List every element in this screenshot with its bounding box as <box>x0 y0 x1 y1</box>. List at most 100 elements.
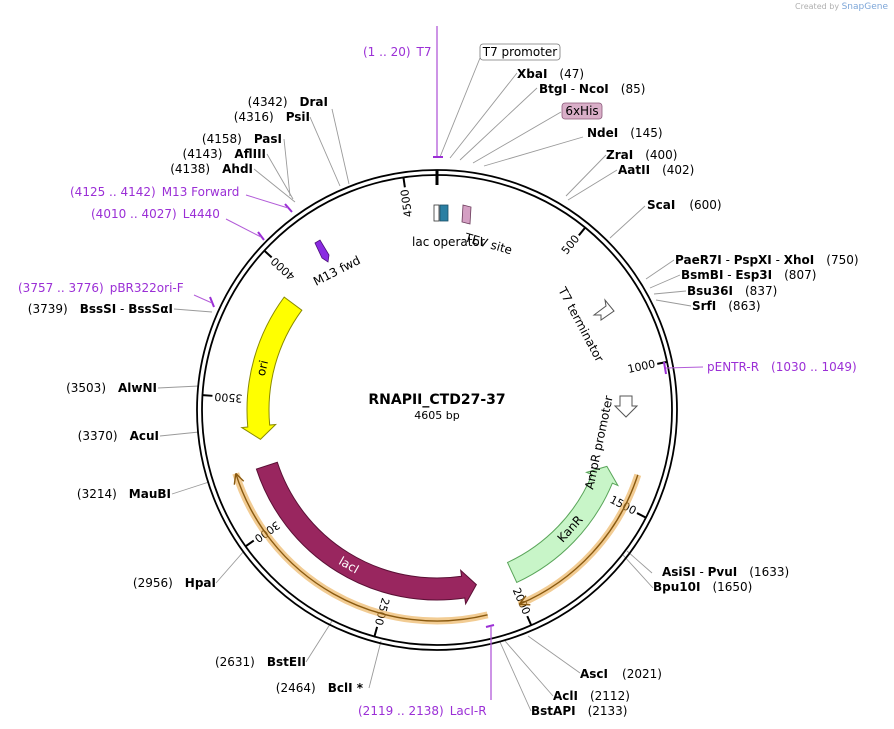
site-maubi[interactable]: (3214)MauBI <box>77 487 171 501</box>
site-asci[interactable]: AscI(2021) <box>580 667 662 681</box>
site-bsu36i[interactable]: Bsu36I(837) <box>687 284 777 298</box>
site-afliii[interactable]: (4143)AflIII <box>183 147 266 161</box>
leader-line <box>499 641 532 712</box>
site-srfi[interactable]: SrfI(863) <box>692 299 761 313</box>
site-asisi-pvui[interactable]: AsiSI - PvuI(1633) <box>662 565 789 579</box>
restriction-site-labels: XbaI(47) BtgI - NcoI(85) NdeI(145) ZraI(… <box>28 67 859 718</box>
leader-line <box>171 481 210 495</box>
site-bpu10i[interactable]: Bpu10I(1650) <box>653 580 752 594</box>
site-xbai[interactable]: XbaI(47) <box>517 67 584 81</box>
feature-ori[interactable]: ori <box>240 296 303 440</box>
tev-site-feature[interactable]: TEV site <box>461 204 514 257</box>
leader-line <box>655 299 692 307</box>
orf-line <box>518 474 639 606</box>
leader-line <box>626 550 653 574</box>
leader-line <box>472 111 562 164</box>
primer-label-pbr322ori-f[interactable]: (3757 .. 3776)pBR322ori-F <box>18 281 184 295</box>
feature-label: ori <box>254 359 271 377</box>
feature-arrows: KanR lacI ori <box>240 296 620 606</box>
leader-line <box>266 153 294 200</box>
primer-label-pentr-r[interactable]: pENTR-R(1030 .. 1049) <box>707 360 857 374</box>
snapgene-credit: Created by SnapGene <box>795 2 888 12</box>
leader-line <box>173 308 213 313</box>
site-bstapi[interactable]: BstAPI(2133) <box>531 704 627 718</box>
site-paer7i-pspxi-xhoi[interactable]: PaeR7I - PspXI - XhoI(750) <box>675 253 859 267</box>
leader-line <box>159 431 200 437</box>
tick-mark <box>402 177 406 188</box>
site-bsssi-bsssai[interactable]: (3739)BssSI - BssSαI <box>28 302 173 316</box>
t7-promoter-callout[interactable]: T7 promoter <box>479 43 561 61</box>
leader-line <box>305 620 333 663</box>
site-ndei[interactable]: NdeI(145) <box>587 126 663 140</box>
site-bsteii[interactable]: (2631)BstEII <box>215 655 306 669</box>
leader-line <box>368 640 382 689</box>
leader-line <box>527 635 581 674</box>
tick-mark <box>245 539 255 548</box>
site-acli[interactable]: AclI(2112) <box>553 689 630 703</box>
orf-arcs <box>232 472 642 625</box>
tick-mark <box>526 615 533 626</box>
lac-operator-label: lac operator <box>412 235 485 249</box>
feature-arrow <box>240 296 303 440</box>
leader-line <box>567 169 618 201</box>
tick-label: 500 <box>559 232 582 256</box>
tick-mark <box>373 626 379 637</box>
tick-mark <box>263 249 273 259</box>
t7-promoter-callout-label: T7 promoter <box>482 45 558 59</box>
site-pasi[interactable]: (4158)PasI <box>202 132 282 146</box>
tick-label: 4500 <box>398 188 415 218</box>
tick-mark <box>657 360 668 365</box>
site-btgi-ncoi[interactable]: BtgI - NcoI(85) <box>539 82 645 96</box>
site-ahdi[interactable]: (4138)AhdI <box>170 162 253 176</box>
leader-line <box>653 290 687 295</box>
tick-mark <box>202 394 213 397</box>
plasmid-backbone <box>196 169 678 651</box>
primer-label-l4440[interactable]: (4010 .. 4027)L4440 <box>91 207 220 221</box>
site-hpai[interactable]: (2956)HpaI <box>133 576 216 590</box>
site-bcli[interactable]: (2464)BclI * <box>276 681 364 695</box>
orf-arrowhead <box>233 472 245 485</box>
tick-label: 1000 <box>626 357 656 375</box>
tev-site-label: TEV site <box>462 230 514 257</box>
leader-line <box>283 138 291 197</box>
site-psii[interactable]: (4316)PsiI <box>234 110 310 124</box>
site-bsmbi-esp3i[interactable]: BsmBI - Esp3I(807) <box>681 268 816 282</box>
m13-fwd-feature[interactable]: M13 fwd <box>311 239 363 289</box>
tick-label: 3500 <box>214 390 243 405</box>
leader-line <box>449 72 518 159</box>
leader-line <box>609 205 646 239</box>
leader-line <box>331 108 350 185</box>
primer-markers <box>193 26 704 700</box>
leader-line <box>439 57 481 158</box>
tick-mark <box>636 512 647 519</box>
primer-label-laci-r[interactable]: (2119 .. 2138)LacI-R <box>358 704 487 718</box>
site-acui[interactable]: (3370)AcuI <box>78 429 159 443</box>
t7-terminator-feature[interactable]: T7 terminator <box>555 284 615 364</box>
plasmid-name: RNAPII_CTD27-37 <box>368 392 505 408</box>
orf-arrowhead <box>518 595 531 606</box>
site-drai[interactable]: (4342)DraI <box>248 95 328 109</box>
leader-line <box>565 154 607 197</box>
leader-line <box>309 116 341 187</box>
t7-terminator-label: T7 terminator <box>555 284 607 364</box>
leader-line <box>504 640 554 697</box>
6xhis-callout[interactable]: 6xHis <box>561 102 603 120</box>
site-zrai[interactable]: ZraI(400) <box>606 148 677 162</box>
primer-label-t7[interactable]: (1 .. 20)T7 <box>363 45 432 59</box>
site-aatii[interactable]: AatII(402) <box>618 163 694 177</box>
leader-line <box>459 87 538 161</box>
m13-fwd-label: M13 fwd <box>311 253 363 289</box>
primer-label-m13-forward[interactable]: (4125 .. 4142)M13 Forward <box>70 185 239 199</box>
leader-line <box>157 385 200 389</box>
site-scai[interactable]: ScaI(600) <box>647 198 722 212</box>
tick-label: 4000 <box>268 254 297 283</box>
orf-band <box>517 473 642 608</box>
feature-laci[interactable]: lacI <box>255 461 477 606</box>
leader-line <box>483 136 584 167</box>
site-alwni[interactable]: (3503)AlwNI <box>66 381 157 395</box>
tick-mark <box>578 226 586 236</box>
lac-operator-feature[interactable]: lac operator <box>412 204 485 249</box>
feature-kanr[interactable]: KanR <box>506 465 620 584</box>
feature-arrow <box>255 461 477 606</box>
